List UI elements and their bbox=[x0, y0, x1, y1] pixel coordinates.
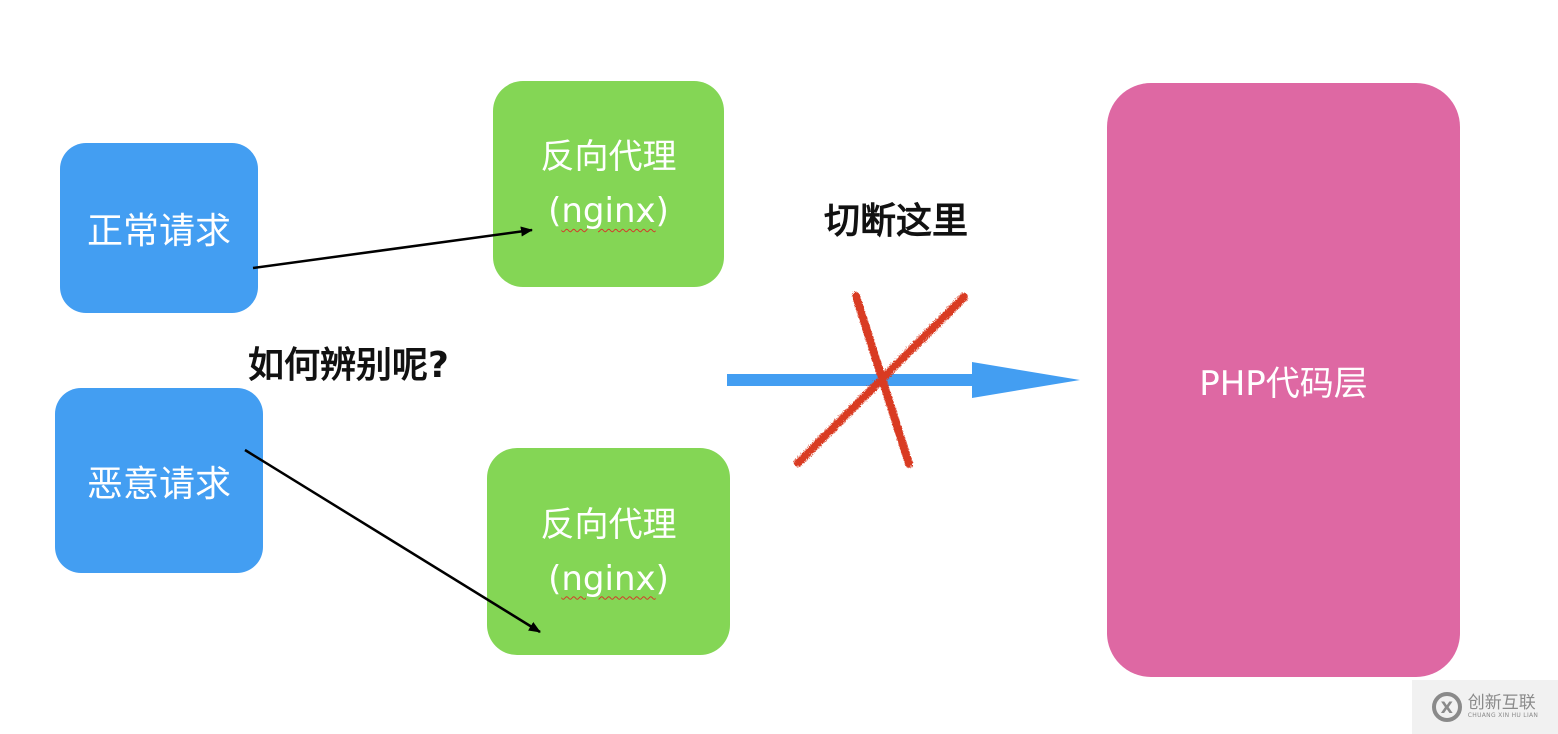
proxy-top-title: 反向代理 bbox=[540, 137, 677, 177]
watermark-logo-icon: X bbox=[1431, 692, 1462, 722]
cut-here-label: 切断这里 bbox=[824, 201, 969, 242]
watermark-pinyin: CHUANG XIN HU LIAN bbox=[1467, 712, 1539, 719]
reverse-proxy-bottom-node: 反向代理 (nginx) bbox=[487, 448, 730, 655]
how-to-distinguish-label: 如何辨别呢? bbox=[248, 345, 449, 386]
watermark-name: 创新互联 bbox=[1467, 693, 1536, 713]
watermark: X 创新互联 CHUANG XIN HU LIAN bbox=[1412, 680, 1558, 734]
proxy-bottom-title: 反向代理 bbox=[540, 504, 677, 545]
proxy-bottom-subtitle: (nginx) bbox=[548, 558, 669, 599]
normal-request-node: 正常请求 bbox=[60, 143, 258, 313]
normal-request-label: 正常请求 bbox=[86, 211, 231, 252]
php-layer-label: PHP代码层 bbox=[1199, 363, 1368, 404]
malicious-request-node: 恶意请求 bbox=[55, 388, 263, 573]
malicious-request-label: 恶意请求 bbox=[86, 463, 231, 505]
proxy-top-subtitle: (nginx) bbox=[548, 191, 669, 231]
cross-icon bbox=[793, 291, 967, 467]
php-layer-node: PHP代码层 bbox=[1107, 83, 1460, 677]
arrow-normal-to-proxy bbox=[252, 226, 533, 270]
arrow-malicious-to-proxy bbox=[244, 448, 541, 634]
blue-arrow-to-php bbox=[727, 362, 1080, 398]
reverse-proxy-top-node: 反向代理 (nginx) bbox=[493, 81, 724, 287]
